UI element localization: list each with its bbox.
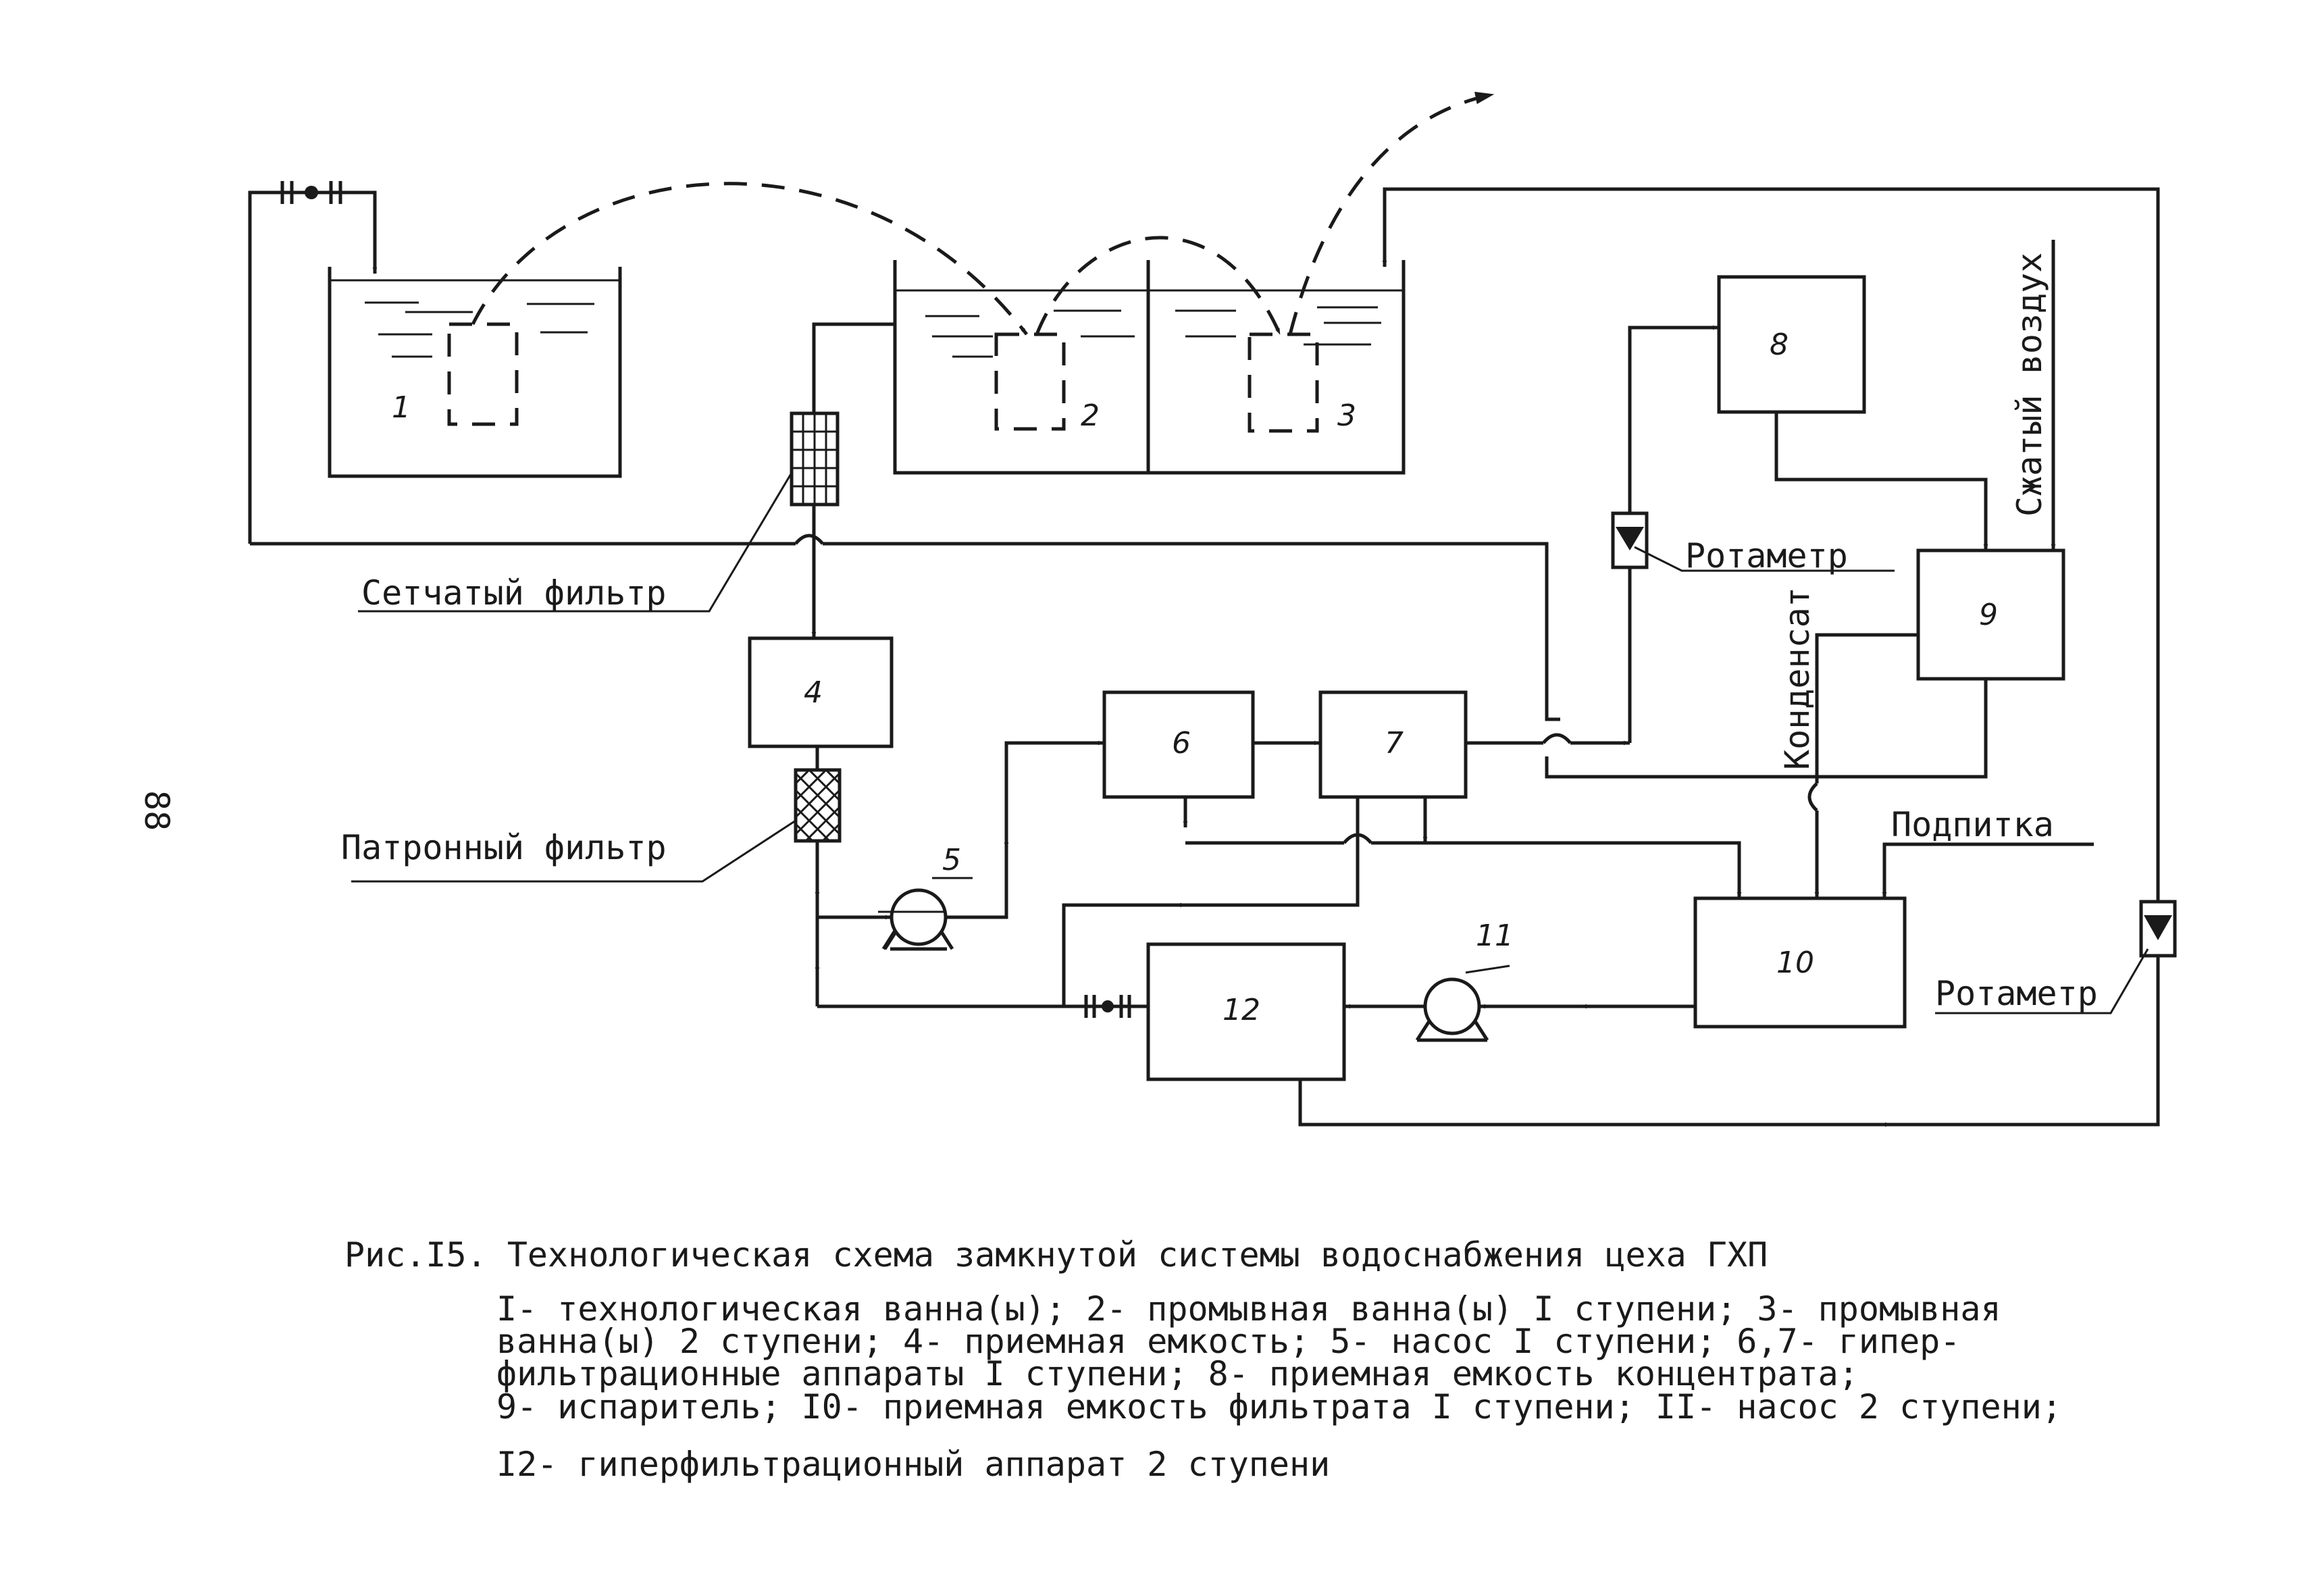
unit-10-filtrate-tank: 10: [1693, 896, 1907, 1029]
pipe-tank1-inlet: [248, 190, 378, 544]
figure-caption-title: Рис.I5. Технологическая схема замкнутой …: [344, 1235, 1768, 1275]
pipe-tank2-to-filter: [812, 322, 895, 413]
svg-text:7: 7: [1385, 726, 1404, 761]
unit-4-receiving-tank: 4: [748, 636, 894, 748]
pump-11-label: 11: [1476, 919, 1514, 953]
condensate-label: Конденсат: [1778, 587, 1817, 770]
caption-line-4: 9- испаритель; I0- приемная емкость филь…: [496, 1387, 2062, 1426]
svg-text:6: 6: [1172, 726, 1191, 761]
unit-3-label: 3: [1337, 398, 1356, 433]
pump-11: 11: [1415, 919, 1514, 1042]
rotameter-1-symbol: [1611, 511, 1649, 569]
tank-3: 3: [1175, 306, 1381, 433]
pipe-12-to-tank3: [1298, 956, 2160, 1127]
mesh-filter-label: Сетчатый фильтр: [361, 573, 667, 613]
unit-12-hyperfiltration-stage2: 12: [1146, 942, 1346, 1081]
svg-text:10: 10: [1776, 946, 1814, 980]
unit-9-evaporator: 9: [1916, 548, 2065, 681]
cartridge-filter-symbol: [794, 768, 842, 843]
caption-line-5: I2- гиперфильтрационный аппарат 2 ступен…: [496, 1445, 1330, 1484]
svg-text:8: 8: [1770, 328, 1789, 362]
transfer-arrow-2-3: [1035, 236, 1282, 336]
makeup-label: Подпитка: [1891, 805, 2054, 844]
unit-8-concentrate-tank: 8: [1717, 275, 1866, 414]
unit-6-hyperfiltration: 6: [1102, 690, 1255, 799]
rotameter-2-symbol: [2139, 900, 2177, 958]
svg-text:4: 4: [804, 675, 823, 710]
caption-line-3: фильтрационные аппараты I ступени; 8- пр…: [496, 1354, 1859, 1393]
unit-1-label: 1: [392, 390, 411, 425]
pipe-condensate: [1815, 633, 1918, 783]
svg-text:9: 9: [1979, 598, 1998, 632]
cartridge-filter-label: Патронный фильтр: [341, 828, 667, 867]
compressed-air-label: Сжатый воздух: [2010, 253, 2049, 517]
mesh-filter-symbol: [790, 411, 840, 507]
tank-1: 1: [328, 267, 622, 478]
caption-line-1: I- технологическая ванна(ы); 2- промывна…: [496, 1289, 2001, 1329]
valve-12: [1084, 995, 1131, 1018]
transfer-arrow-1-2: [471, 182, 1028, 336]
transfer-arrow-3-out: [1288, 91, 1495, 335]
valve-inlet: [280, 181, 342, 204]
pump-5: 5: [878, 843, 973, 951]
unit-2-label: 2: [1081, 398, 1100, 433]
pipe-pump5-to-6: [946, 740, 1105, 919]
pump-5-label: 5: [942, 843, 961, 877]
tank-2: 2: [893, 260, 1406, 475]
rotameter-2-label: Ротаметр: [1935, 974, 2098, 1013]
svg-text:12: 12: [1223, 993, 1260, 1027]
pipe-makeup: [1882, 842, 2094, 899]
unit-7-hyperfiltration: 7: [1318, 690, 1468, 799]
caption-line-2: ванна(ы) 2 ступени; 4- приемная емкость;…: [496, 1322, 1960, 1361]
page-number: 88: [137, 790, 176, 831]
rotameter-1-label: Ротаметр: [1685, 536, 1848, 575]
